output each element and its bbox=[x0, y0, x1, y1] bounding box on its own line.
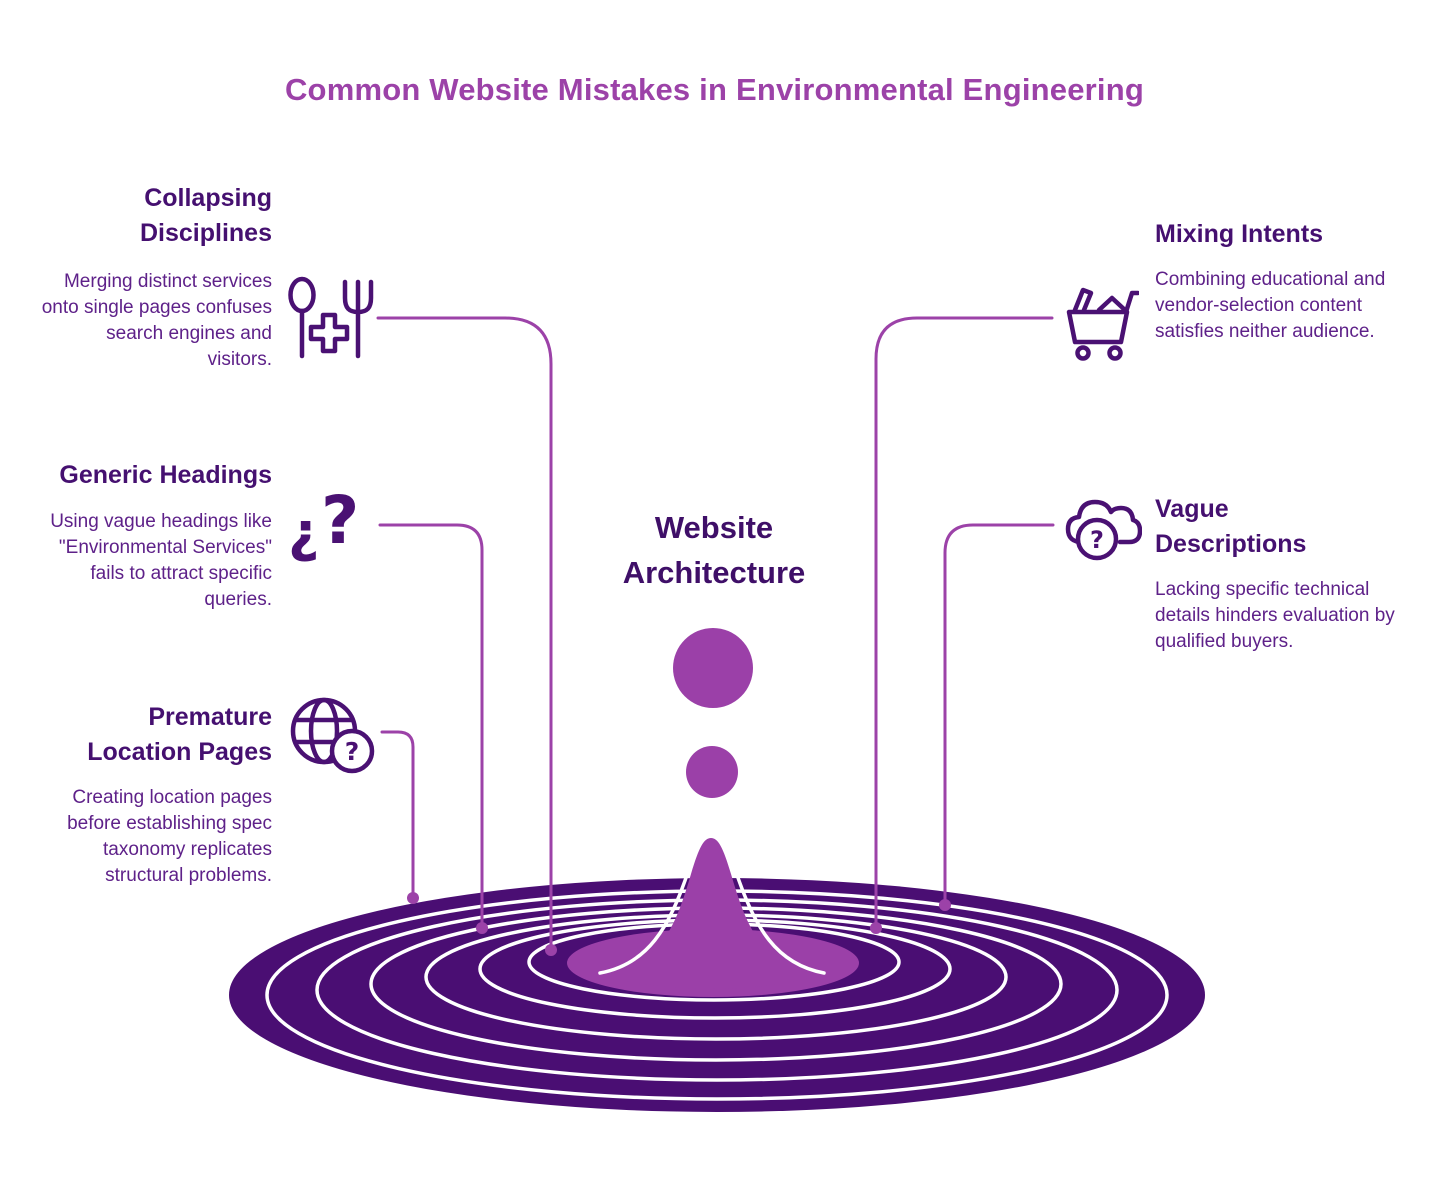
ripple-pool bbox=[229, 878, 1205, 1112]
ripple-rings bbox=[265, 889, 1169, 1101]
connector-lines bbox=[376, 316, 1055, 948]
svg-text:?: ? bbox=[345, 737, 360, 766]
item-body-collapsing-disciplines: Merging distinct services onto single pa… bbox=[41, 271, 272, 370]
item-body-mixing-intents: Combining educational and vendor-selecti… bbox=[1155, 269, 1386, 342]
center-label: Website Architecture bbox=[622, 510, 806, 590]
question-marks-icon: ¿ ? bbox=[288, 483, 373, 568]
item-body-vague-descriptions: Lacking specific technical details hinde… bbox=[1155, 579, 1395, 652]
svg-text:¿: ¿ bbox=[288, 501, 319, 564]
item-body-generic-headings: Using vague headings like "Environmental… bbox=[50, 511, 272, 610]
droplet-small bbox=[686, 746, 738, 798]
item-title-mixing-intents: Mixing Intents bbox=[1155, 220, 1324, 248]
item-title-premature-location-pages: Premature Location Pages bbox=[87, 703, 272, 766]
connector-vague-descriptions bbox=[943, 523, 1055, 903]
connector-endpoints bbox=[407, 892, 951, 956]
merge-utensils-icon bbox=[285, 268, 375, 368]
item-body-premature-location-pages: Creating location pages before establish… bbox=[67, 787, 272, 886]
splash-rim-highlights bbox=[598, 870, 826, 975]
item-title-generic-headings: Generic Headings bbox=[59, 461, 272, 489]
splash-center bbox=[567, 929, 859, 997]
item-title-collapsing-disciplines: Collapsing Disciplines bbox=[140, 184, 272, 247]
svg-text:?: ? bbox=[321, 483, 359, 559]
globe-question-icon: ? bbox=[288, 693, 376, 775]
connector-mixing-intents bbox=[874, 316, 1054, 926]
item-title-vague-descriptions: Vague Descriptions bbox=[1155, 495, 1307, 558]
page-title: Common Website Mistakes in Environmental… bbox=[284, 72, 1145, 107]
connector-premature-location bbox=[380, 730, 415, 896]
svg-text:?: ? bbox=[1090, 526, 1104, 554]
connector-collapsing-disciplines bbox=[376, 316, 553, 948]
connector-generic-headings bbox=[378, 523, 484, 926]
splash-column bbox=[612, 838, 810, 989]
droplet-large bbox=[673, 628, 753, 708]
cloud-question-icon: ? bbox=[1060, 490, 1142, 562]
shopping-cart-icon bbox=[1057, 282, 1139, 362]
